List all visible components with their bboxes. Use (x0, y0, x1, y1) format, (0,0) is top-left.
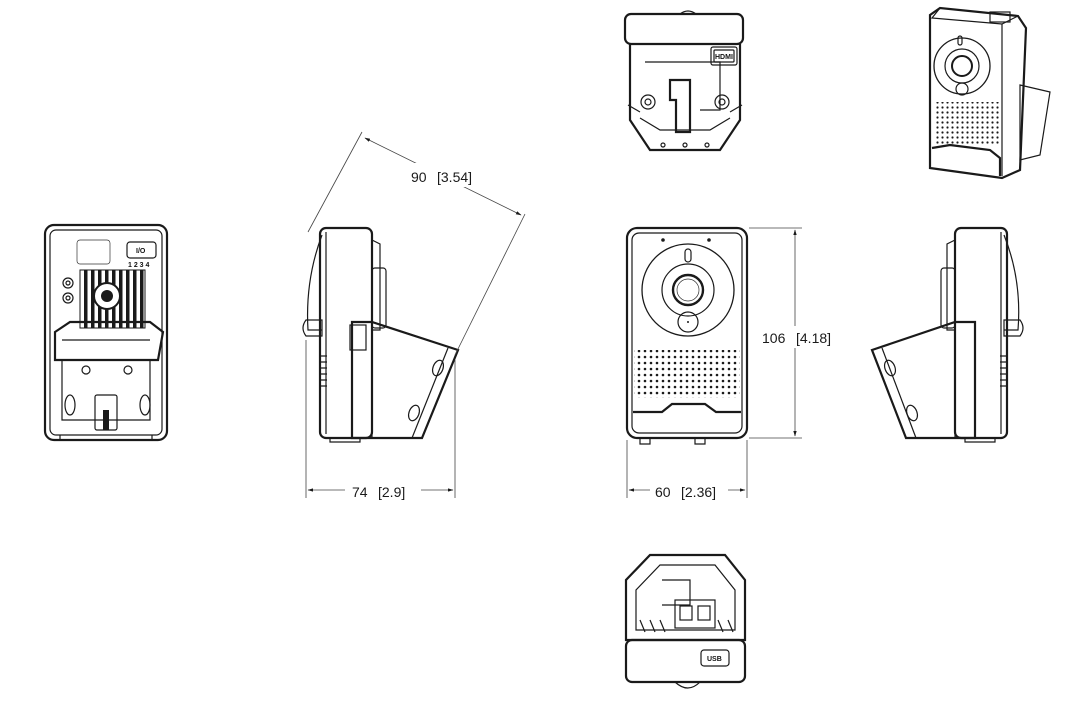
usb-label: USB (707, 656, 722, 663)
diagonal-dim-value: 90 (411, 169, 427, 185)
front-view (625, 226, 749, 445)
rear-view: I/O 1 2 3 4 (43, 223, 169, 442)
height-dim-inch: [4.18] (796, 330, 831, 346)
hdmi-label: HDMI (715, 54, 733, 61)
depth-dim-value: 74 (352, 484, 368, 500)
width-dim-value: 60 (655, 484, 671, 500)
depth-dimension: 74 [2.9] (305, 340, 456, 502)
depth-dim-inch: [2.9] (378, 484, 405, 500)
top-view: HDMI (623, 10, 745, 152)
io-label: I/O (136, 248, 146, 255)
height-dim-value: 106 (762, 330, 786, 346)
left-side-view (302, 226, 460, 443)
bottom-view: USB (624, 553, 747, 689)
width-dimension: 60 [2.36] (626, 440, 748, 502)
iso-view (928, 6, 1051, 180)
width-dim-inch: [2.36] (681, 484, 716, 500)
pin-numbers-label: 1 2 3 4 (128, 262, 150, 269)
diagonal-dim-inch: [3.54] (437, 169, 472, 185)
right-side-view (870, 226, 1024, 443)
diagonal-dimension: 90 [3.54] (307, 131, 526, 356)
height-dimension: 106 [4.18] (749, 227, 838, 439)
